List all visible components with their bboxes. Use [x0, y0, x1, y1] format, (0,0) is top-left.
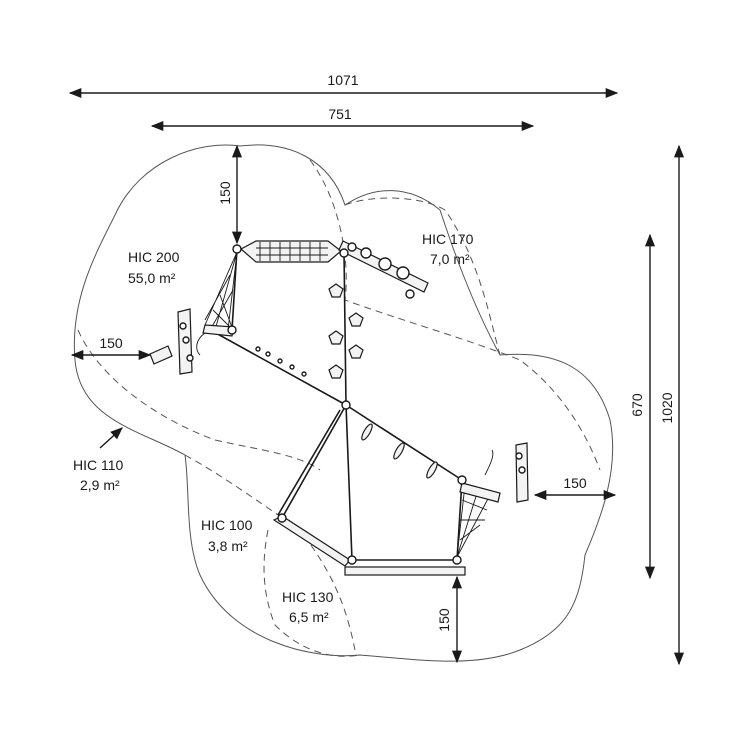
hic200-zone-dashed [309, 159, 601, 471]
zone-name-hic110: HIC 110 [73, 457, 124, 473]
inner-width-label: 751 [328, 106, 352, 122]
zone-area-hic130: 6,5 m² [289, 609, 329, 625]
zone-area-hic110: 2,9 m² [80, 477, 120, 493]
zone-area-hic170: 7,0 m² [430, 251, 470, 267]
zone-area-hic200: 55,0 m² [128, 270, 176, 286]
safety-right-label: 150 [563, 475, 587, 491]
hic110-zone-dashed [77, 329, 321, 471]
safety-top-label: 150 [217, 181, 233, 205]
safety-bottom-label: 150 [436, 608, 452, 632]
hic170-zone-dashed [344, 197, 501, 356]
zone-area-hic100: 3,8 m² [208, 538, 248, 554]
total-height-label: 1020 [659, 392, 675, 423]
total-width-label: 1071 [327, 72, 358, 88]
safety-left-label: 150 [99, 335, 123, 351]
zone-name-hic170: HIC 170 [422, 231, 474, 247]
equipment-structure [149, 240, 529, 576]
zone-name-hic130: HIC 130 [282, 589, 334, 605]
zone-name-hic100: HIC 100 [201, 517, 253, 533]
inner-height-label: 670 [629, 393, 645, 417]
hic130-zone-dashed [263, 529, 361, 657]
zone-name-hic200: HIC 200 [128, 249, 180, 265]
hic110-leader-line [99, 427, 123, 449]
